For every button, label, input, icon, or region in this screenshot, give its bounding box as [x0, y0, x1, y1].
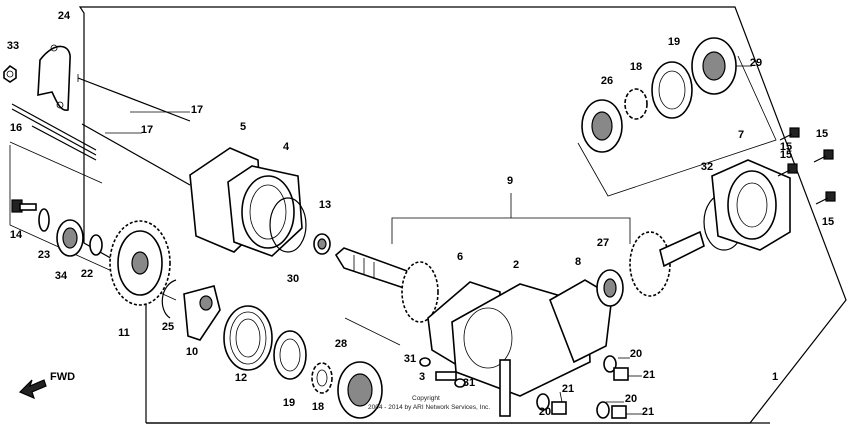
callout-29: 29: [750, 57, 762, 69]
part-13-collar: [313, 233, 331, 255]
callout-4: 4: [283, 141, 290, 153]
callout-5: 5: [240, 121, 246, 133]
part-27-bearing: [596, 269, 624, 307]
copyright-line-2: 2004 - 2014 by ARI Network Services, Inc…: [368, 404, 490, 411]
callout-31b: 31: [463, 377, 475, 389]
callout-15c: 15: [780, 149, 792, 161]
callout-18a: 18: [630, 61, 642, 73]
part-9-shaft: [334, 247, 439, 323]
part-7-housing: [711, 159, 791, 251]
callout-9: 9: [507, 175, 513, 187]
part-17-stud-b: [81, 123, 191, 186]
part-20-washers: [536, 355, 617, 419]
part-11-gear: [109, 220, 171, 306]
part-10-cam: [183, 285, 221, 341]
callout-14: 14: [10, 229, 23, 241]
part-30-oring: [269, 197, 307, 253]
callout-22: 22: [81, 268, 93, 280]
callout-8: 8: [575, 256, 581, 268]
part-3-pin: [435, 371, 457, 381]
callout-31a: 31: [404, 353, 416, 365]
part-34-bearing: [56, 219, 84, 257]
part-31-pin-b: [454, 378, 466, 388]
callout-20b: 20: [539, 406, 551, 418]
part-pinion-gear: [629, 230, 705, 297]
bearing-group-bracket: [577, 55, 777, 197]
callout-17b: 17: [141, 124, 153, 136]
callout-28: 28: [335, 338, 347, 350]
callout-21c: 21: [642, 406, 654, 418]
callout-13: 13: [319, 199, 331, 211]
callout-6: 6: [457, 251, 463, 263]
part-4-housing: [227, 165, 303, 257]
callout-34: 34: [55, 270, 68, 282]
callout-17a: 17: [191, 104, 203, 116]
part-21-plugs: [551, 367, 629, 419]
callout-33: 33: [7, 40, 19, 52]
part-25-snap-ring: [161, 279, 177, 319]
callout-20c: 20: [625, 393, 637, 405]
part-29-bearing: [691, 37, 737, 95]
bolt-group-bracket: [9, 141, 103, 184]
callout-10: 10: [186, 346, 198, 358]
part-19-ring-upper: [651, 61, 693, 119]
part-18-nut-lower: [311, 362, 333, 394]
part-22-ring: [89, 234, 103, 256]
part-19-ring-lower: [273, 330, 307, 380]
callout-32: 32: [701, 161, 713, 173]
callout-24: 24: [58, 10, 71, 22]
callout-2: 2: [513, 259, 519, 271]
part-14-bolt: [11, 199, 37, 213]
fwd-indicator: FWD: [18, 371, 75, 400]
callout-1: 1: [772, 371, 778, 383]
callout-20a: 20: [630, 348, 642, 360]
part-28-bearing: [337, 317, 401, 419]
callout-15b: 15: [816, 128, 828, 140]
callout-26: 26: [601, 75, 613, 87]
callout-labels: 1234567891011121314151515151617171818191…: [7, 10, 834, 418]
group-9-bracket: [391, 217, 631, 244]
callout-12: 12: [235, 372, 247, 384]
callout-11: 11: [118, 327, 130, 339]
callout-30: 30: [287, 273, 299, 285]
callout-18b: 18: [312, 401, 324, 413]
part-33-nut: [3, 64, 17, 83]
callout-19b: 19: [283, 397, 295, 409]
part-23-washer: [38, 208, 50, 232]
part-12-spring: [223, 305, 273, 371]
part-18-nut-upper: [624, 88, 648, 120]
callout-15a: 15: [780, 141, 792, 153]
callout-16: 16: [10, 122, 22, 134]
callout-27: 27: [597, 237, 609, 249]
callout-15d: 15: [822, 216, 834, 228]
callout-21a: 21: [643, 369, 655, 381]
part-16-bolts: [11, 103, 97, 161]
leader-lines: [105, 65, 752, 415]
part-31-pin-a: [419, 357, 431, 367]
part-17-stud-a: [77, 74, 191, 122]
callout-3: 3: [419, 371, 425, 383]
fwd-arrow-icon: [18, 379, 47, 400]
callout-23: 23: [38, 249, 50, 261]
copyright-line-1: Copyright: [412, 395, 440, 402]
part-26-bearing: [581, 99, 623, 153]
part-24-gasket: [37, 44, 71, 111]
callout-7: 7: [738, 129, 744, 141]
callout-21b: 21: [562, 383, 574, 395]
callout-25: 25: [162, 321, 174, 333]
fwd-label: FWD: [50, 371, 75, 383]
part-15-bolts: [777, 127, 836, 205]
part-8-gasket: [549, 279, 613, 364]
callout-19a: 19: [668, 36, 680, 48]
